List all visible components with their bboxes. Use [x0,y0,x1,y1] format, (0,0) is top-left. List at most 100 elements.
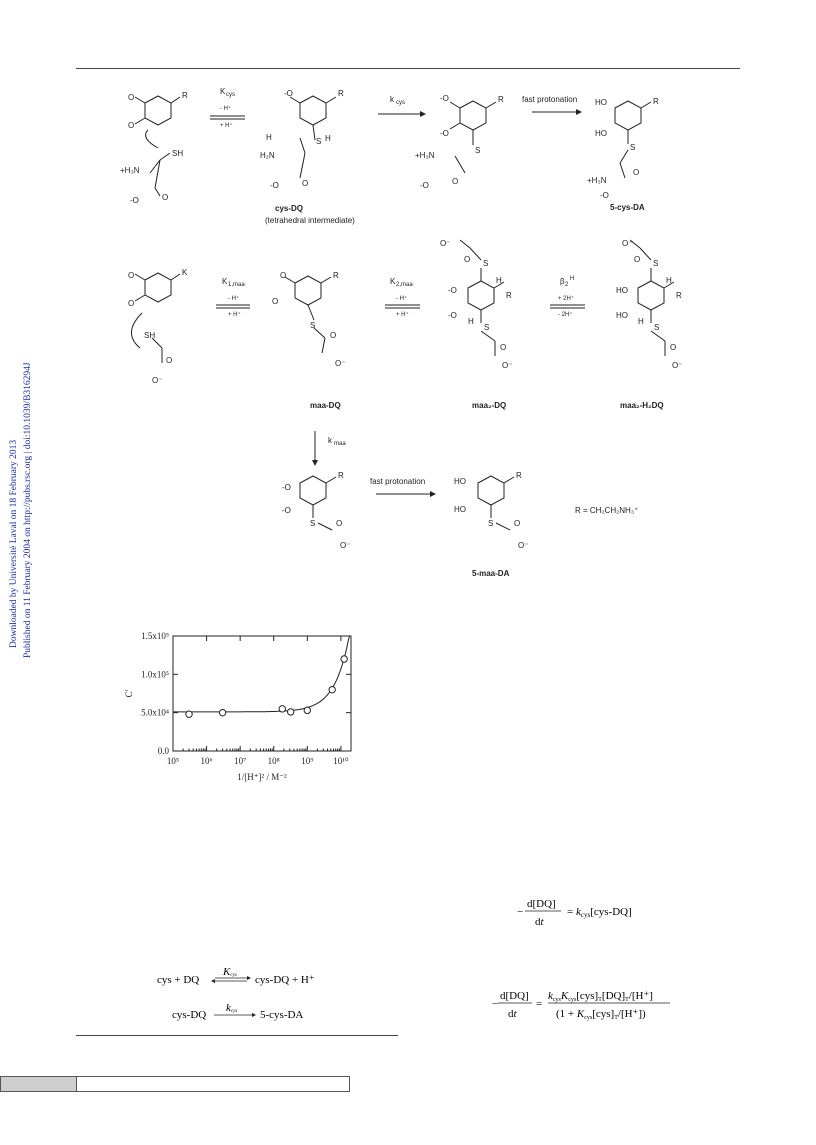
svg-text:=: = [536,998,542,1010]
svg-text:HO: HO [595,129,607,138]
svg-text:cys: cys [396,100,405,106]
svg-text:O⁻: O⁻ [440,239,450,248]
svg-text:cys-DQ + H⁺: cys-DQ + H⁺ [255,974,315,986]
svg-text:maa₂-H₂DQ: maa₂-H₂DQ [620,401,664,410]
y-tick-label: 1.5x10⁵ [141,631,169,641]
svg-text:H: H [666,276,672,285]
svg-text:O: O [128,271,134,280]
scheme-maa-addition: O O K SH O O⁻ K 1,maa - H⁺ + H⁺ O O R S … [128,239,682,578]
svg-text:R: R [333,271,339,280]
svg-text:-O: -O [600,191,609,200]
svg-text:HO: HO [595,98,607,107]
svg-text:maa-DQ: maa-DQ [310,401,341,410]
svg-text:H: H [325,134,331,143]
svg-text:fast protonation: fast protonation [522,95,577,104]
svg-text:S: S [310,321,315,330]
svg-text:cys: cys [226,92,235,98]
svg-text:O⁻: O⁻ [335,359,345,368]
svg-text:HO: HO [454,477,466,486]
x-tick-label: 10⁹ [301,756,313,766]
svg-text:-O: -O [448,311,457,320]
svg-text:kcysKcys[cys]T[DQ]T/[H⁺]: kcysKcys[cys]T[DQ]T/[H⁺] [548,990,653,1003]
svg-text:O: O [280,271,286,280]
quinone-structure [134,95,181,126]
svg-text:5-cys-DA: 5-cys-DA [610,203,645,212]
data-point [218,708,227,717]
svg-text:O⁻: O⁻ [518,541,528,550]
svg-text:-O: -O [440,94,449,103]
svg-text:SH: SH [172,149,183,158]
svg-text:O: O [336,519,342,528]
svg-text:-O: -O [420,181,429,190]
svg-text:Kcys: Kcys [222,968,237,978]
svg-text:2: 2 [565,282,569,288]
svg-text:S: S [488,519,493,528]
svg-text:+H₃N: +H₃N [415,151,435,160]
svg-text:O⁻: O⁻ [152,376,162,385]
svg-text:kcys: kcys [226,1003,237,1014]
x-tick-label: 10⁵ [167,756,179,766]
x-tick-label: 10¹⁰ [333,756,349,766]
x-tick-label: 10⁸ [268,756,280,766]
equation-reaction-2: cys-DQ kcys 5-cys-DA [172,1003,303,1021]
plot-frame [172,635,352,752]
svg-text:S: S [630,143,635,152]
svg-text:R = CH₂CH₂NH₃⁺: R = CH₂CH₂NH₃⁺ [575,506,638,515]
svg-text:O: O [634,255,640,264]
download-notice-line1: Downloaded by Université Laval on 18 Feb… [9,440,19,648]
svg-text:-O: -O [284,89,293,98]
data-point [340,655,348,663]
svg-text:H: H [570,276,574,282]
svg-text:O: O [464,255,470,264]
svg-text:+H₃N: +H₃N [587,176,607,185]
svg-text:R: R [182,91,188,100]
svg-text:R: R [498,95,504,104]
svg-text:R: R [338,89,344,98]
svg-text:- H⁺: - H⁺ [220,105,231,112]
y-tick-label: 5.0x10⁴ [141,708,169,718]
x-tick-label: 10⁶ [201,756,213,766]
svg-text:K: K [182,268,188,277]
download-notice: Downloaded by Université Laval on 18 Feb… [2,330,42,660]
svg-text:R: R [676,291,682,300]
svg-text:SH: SH [144,331,155,340]
svg-text:K: K [220,87,226,96]
svg-text:-O: -O [282,483,291,492]
svg-text:-O: -O [130,196,139,205]
svg-text:- H⁺: - H⁺ [396,295,407,302]
svg-text:O: O [670,343,676,352]
svg-text:+ H⁺: + H⁺ [220,122,233,129]
svg-text:S: S [653,259,658,268]
svg-text:1,maa: 1,maa [228,282,245,288]
svg-text:−: − [517,906,523,918]
svg-text:O: O [633,168,639,177]
svg-text:O: O [162,193,168,202]
svg-text:K: K [222,277,228,286]
svg-text:-O: -O [440,129,449,138]
svg-text:-O: -O [448,286,457,295]
x-tick-label: 10⁷ [234,756,246,766]
svg-text:HO: HO [454,505,466,514]
data-point [278,705,287,713]
table-footer-left-cell [1,1077,77,1091]
svg-text:O: O [128,299,134,308]
y-axis-label: C' [124,689,134,697]
svg-text:+H₃N: +H₃N [120,166,140,175]
svg-text:- H⁺: - H⁺ [228,295,239,302]
svg-text:= kcys[cys-DQ]: = kcys[cys-DQ] [567,906,632,919]
svg-text:O: O [166,356,172,365]
svg-text:cys + DQ: cys + DQ [157,974,199,986]
svg-text:S: S [483,259,488,268]
svg-text:O: O [272,297,278,306]
footnote-rule [76,1035,398,1036]
svg-text:maa₂-DQ: maa₂-DQ [472,401,506,410]
svg-text:O: O [128,121,134,130]
data-point [286,708,295,716]
data-point [328,685,336,694]
y-tick-label: 1.0x10⁵ [141,669,169,679]
svg-text:O: O [128,93,134,102]
svg-text:O: O [514,519,520,528]
svg-text:−: − [492,998,498,1010]
svg-text:5-cys-DA: 5-cys-DA [260,1009,303,1021]
svg-text:S: S [484,323,489,332]
